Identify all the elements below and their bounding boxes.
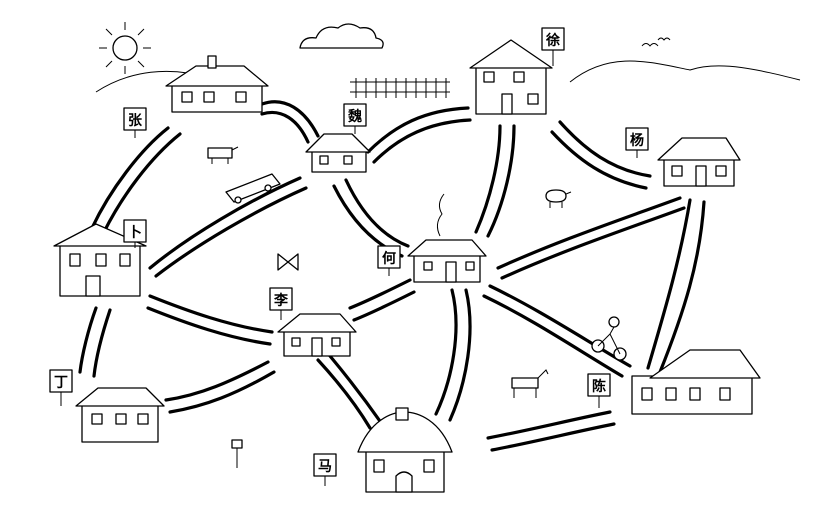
- house-bu: [53, 223, 147, 297]
- butterfly-icon: [277, 253, 299, 271]
- sign-label-bu: 卜: [128, 225, 142, 241]
- house-wei: [305, 133, 371, 173]
- road-he-yang: [496, 196, 686, 280]
- road-he-ma: [434, 288, 472, 422]
- house-yang: [657, 137, 741, 187]
- road-wei-xu: [366, 106, 472, 164]
- road-he-li: [348, 278, 416, 322]
- sign-label-ding: 丁: [54, 375, 68, 391]
- sign-he: 何: [377, 245, 401, 276]
- road-wei-he: [332, 178, 410, 258]
- sign-ding: 丁: [49, 369, 73, 406]
- sign-label-zhang: 张: [128, 113, 143, 129]
- sign-label-yang: 杨: [630, 132, 644, 149]
- road-bu-ding: [78, 306, 112, 378]
- sign-bu: 卜: [123, 219, 147, 248]
- sign-yang: 杨: [625, 127, 649, 158]
- sheep-icon: [545, 189, 572, 208]
- fence-icon: [350, 78, 450, 98]
- road-wei-bu: [148, 176, 308, 278]
- house-chen: [631, 349, 761, 415]
- road-yang-chen: [646, 198, 706, 374]
- sign-ma: 马: [313, 453, 337, 486]
- sign-wei: 魏: [343, 103, 367, 134]
- sign-chen: 陈: [587, 373, 611, 408]
- sign-label-ma: 马: [318, 459, 332, 475]
- road-bu-li: [146, 294, 274, 346]
- car-icon: [225, 173, 281, 204]
- cow-icon: [207, 146, 239, 164]
- horse-icon: [511, 369, 549, 398]
- sign-label-xu: 徐: [545, 32, 560, 49]
- house-he: [407, 193, 487, 283]
- road-xu-yang: [550, 120, 652, 190]
- road-zhang-bu: [90, 126, 182, 234]
- road-zhang-wei: [260, 100, 320, 144]
- birds-icon: [641, 37, 671, 47]
- house-ma: [357, 407, 453, 493]
- road-xu-he: [474, 124, 516, 238]
- road-ma-chen: [486, 410, 616, 452]
- road-li-ding: [164, 360, 276, 414]
- house-li: [277, 313, 357, 357]
- sign-zhang: 张: [123, 107, 147, 138]
- cloud-icon: [299, 23, 384, 49]
- sign-label-wei: 魏: [347, 108, 362, 125]
- house-zhang: [165, 55, 269, 113]
- sign-label-he: 何: [382, 250, 396, 267]
- cyclist-icon: [591, 316, 627, 361]
- sun-icon: [99, 22, 151, 74]
- road-he-chen: [482, 284, 632, 378]
- sign-li: 李: [269, 287, 293, 320]
- house-xu: [469, 39, 553, 115]
- sign-xu: 徐: [541, 27, 565, 66]
- road-li-ma: [316, 354, 384, 430]
- sign-label-li: 李: [273, 292, 289, 309]
- sign-label-chen: 陈: [592, 378, 606, 395]
- roads: [78, 100, 706, 452]
- mailbox-icon: [231, 439, 243, 468]
- house-ding: [75, 387, 165, 443]
